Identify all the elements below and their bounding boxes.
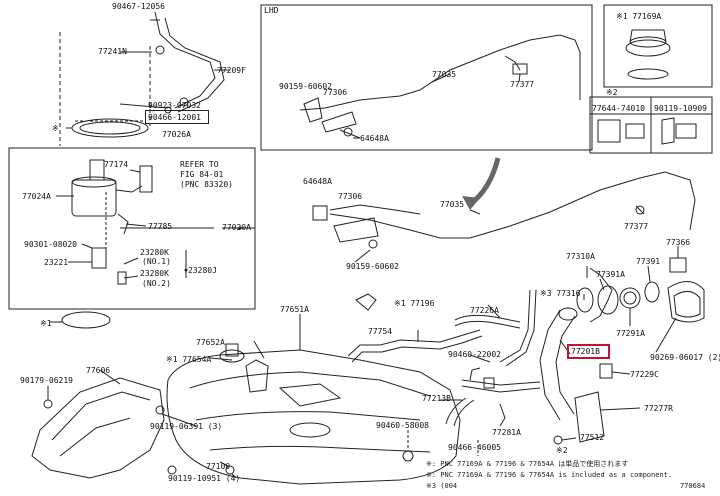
part-90159-60602[interactable]: 90159-60602 bbox=[346, 262, 399, 271]
part-77020A[interactable]: 77020A bbox=[222, 223, 251, 232]
part-77377[interactable]: 77377 bbox=[624, 222, 649, 231]
part-90119-10951[interactable]: 90119-10951 (4) bbox=[168, 474, 241, 483]
part-90159-60602-lhd[interactable]: 90159-60602 bbox=[279, 82, 332, 91]
part-90467-12056[interactable]: 90467-12056 bbox=[112, 2, 165, 11]
part-77654A[interactable]: ※1 77654A bbox=[166, 355, 212, 364]
no2-label: (NO.2) bbox=[142, 279, 171, 288]
part-77306[interactable]: 77306 bbox=[338, 192, 363, 201]
part-23280K-no2[interactable]: 23280K bbox=[140, 269, 169, 278]
part-77652A[interactable]: 77652A bbox=[196, 338, 225, 347]
part-90466-46005[interactable]: 90466-46005 bbox=[448, 443, 501, 452]
refer-to-label: REFER TO bbox=[180, 160, 219, 169]
part-77035-lhd[interactable]: 77035 bbox=[432, 70, 457, 79]
callout-box-90466 bbox=[145, 110, 209, 124]
part-77024A[interactable]: 77024A bbox=[22, 192, 51, 201]
part-77785[interactable]: 77785 bbox=[148, 222, 173, 231]
part-90923-07032[interactable]: 90923-07032 bbox=[148, 101, 201, 110]
part-77606[interactable]: 77606 bbox=[86, 366, 111, 375]
part-77226A[interactable]: 77226A bbox=[470, 306, 499, 315]
part-77310A[interactable]: 77310A bbox=[566, 252, 595, 261]
fuel-tank-outline bbox=[166, 349, 461, 485]
part-77196[interactable]: ※1 77196 bbox=[394, 299, 435, 308]
part-23221[interactable]: 23221 bbox=[44, 258, 69, 267]
part-90460-22002[interactable]: 90460-22002 bbox=[448, 350, 501, 359]
part-77277R[interactable]: 77277R bbox=[644, 404, 673, 413]
part-23280K-no1[interactable]: 23280K bbox=[140, 248, 169, 257]
part-23280J[interactable]: 23280J bbox=[188, 266, 217, 275]
part-77229C[interactable]: 77229C bbox=[630, 370, 659, 379]
part-77391[interactable]: 77391 bbox=[636, 257, 661, 266]
part-77291A[interactable]: 77291A bbox=[616, 329, 645, 338]
inset-169a-box bbox=[603, 4, 713, 88]
footnote-3: ※3 (004 bbox=[426, 482, 458, 490]
no1-label: (NO.1) bbox=[142, 257, 171, 266]
part-77651A[interactable]: 77651A bbox=[280, 305, 309, 314]
part-77366[interactable]: 77366 bbox=[666, 238, 691, 247]
part-77174[interactable]: 77174 bbox=[104, 160, 129, 169]
part-90179-06219[interactable]: 90179-06219 bbox=[20, 376, 73, 385]
part-64648A[interactable]: 64648A bbox=[303, 177, 332, 186]
part-77306-lhd[interactable]: 77306 bbox=[323, 88, 348, 97]
part-90269-06017[interactable]: 90269-06017 (2) bbox=[650, 353, 720, 362]
note-mark-2b: ※2 bbox=[556, 446, 568, 455]
figure-number: 770684 bbox=[680, 482, 706, 490]
part-77035[interactable]: 77035 bbox=[440, 200, 465, 209]
selected-part-highlight bbox=[567, 344, 610, 359]
part-77316[interactable]: ※3 77316 bbox=[540, 289, 581, 298]
part-77377-lhd[interactable]: 77377 bbox=[510, 80, 535, 89]
pnc-ref: (PNC 83320) bbox=[180, 180, 233, 189]
part-90460-58008[interactable]: 90460-58008 bbox=[376, 421, 429, 430]
part-90301-08020[interactable]: 90301-08020 bbox=[24, 240, 77, 249]
part-77209F[interactable]: 77209F bbox=[217, 66, 246, 75]
footnote-jp: ※: PNC 77169A & 77196 & 77654A は単品で使用されま… bbox=[426, 460, 629, 468]
part-77026A[interactable]: 77026A bbox=[162, 130, 191, 139]
part-64648A-lhd[interactable]: 64648A bbox=[360, 134, 389, 143]
part-90119-10909[interactable]: 90119-10909 bbox=[654, 104, 707, 113]
lhd-title: LHD bbox=[264, 6, 279, 15]
part-77201B[interactable]: 77201B bbox=[571, 347, 600, 356]
part-90466-12001[interactable]: 90466-12001 bbox=[148, 113, 201, 122]
part-77241N[interactable]: 77241N bbox=[98, 47, 127, 56]
part-90119-06391[interactable]: 90119-06391 (3) bbox=[150, 422, 223, 431]
part-77512[interactable]: 77512 bbox=[580, 433, 605, 442]
part-77100[interactable]: 77100 bbox=[206, 462, 231, 471]
note-mark-left: ※1 bbox=[40, 319, 52, 328]
part-77391A[interactable]: 77391A bbox=[596, 270, 625, 279]
part-77213B[interactable]: 77213B bbox=[422, 394, 451, 403]
note-mark-2: ※2 bbox=[606, 88, 618, 97]
part-77281A[interactable]: 77281A bbox=[492, 428, 521, 437]
footnote-en: ※: PNC 77169A & 77196 & 77654A is includ… bbox=[426, 471, 673, 479]
part-77644-74010[interactable]: 77644-74010 bbox=[592, 104, 645, 113]
part-77754[interactable]: 77754 bbox=[368, 327, 393, 336]
lhd-box bbox=[260, 4, 593, 151]
ring-note-mark: ※ bbox=[52, 124, 59, 133]
figure-ref-link[interactable]: FIG 84-01 bbox=[180, 170, 224, 179]
part-77169A[interactable]: ※1 77169A bbox=[616, 12, 662, 21]
